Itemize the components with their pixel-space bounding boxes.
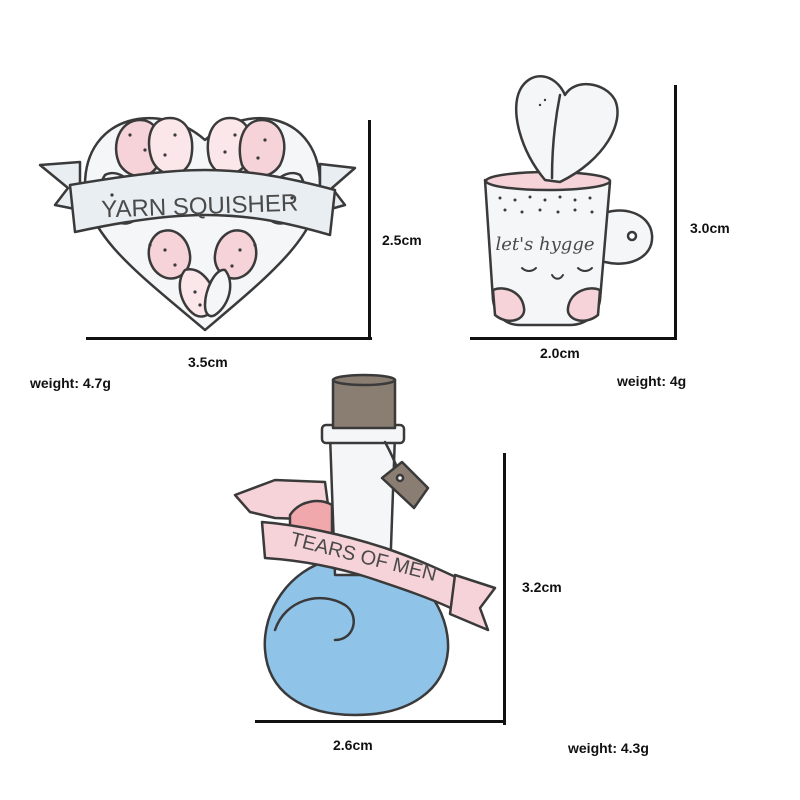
pin2-weight-label: weight: 4g [617, 373, 687, 389]
pin1-height-label: 2.5cm [382, 232, 422, 248]
lets-hygge-text: let's hygge [495, 234, 594, 255]
pin3-height-label: 3.2cm [522, 579, 562, 595]
pin1-width-label: 3.5cm [188, 354, 228, 370]
pin2-width-line [470, 337, 677, 340]
pin3-width-label: 2.6cm [333, 737, 373, 753]
pin3-height-line [503, 453, 506, 725]
pin2-width-label: 2.0cm [540, 345, 580, 361]
pin2-height-label: 3.0cm [690, 220, 730, 236]
pin3-width-line [255, 720, 506, 723]
pin1-width-line [86, 337, 372, 340]
pin1-weight-label: weight: 4.7g [30, 375, 111, 391]
pin3-weight-label: weight: 4.3g [568, 740, 649, 756]
pin1-height-line [368, 120, 371, 338]
pin2-height-line [674, 85, 677, 340]
